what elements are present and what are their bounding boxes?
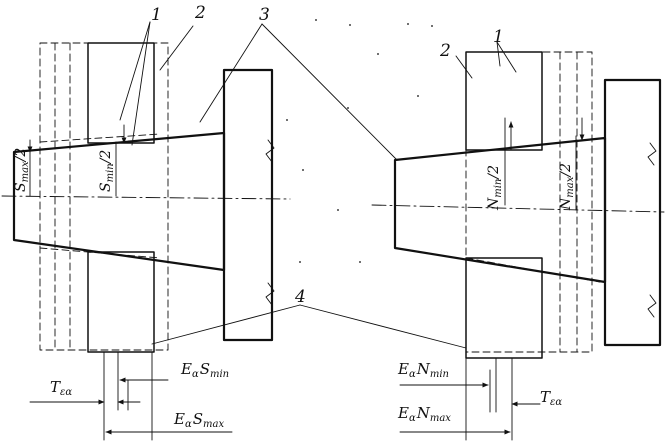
left-bushing-lower — [87, 251, 155, 353]
scan-specks — [286, 19, 433, 263]
right-bushing-lower — [465, 257, 543, 359]
label-e-alpha-smax: EαSmax — [173, 410, 224, 430]
label-e-alpha-smin: EαSmin — [180, 360, 229, 380]
right-bushing-upper — [465, 51, 543, 151]
label-smax-half: Smax/2 — [13, 148, 31, 192]
label-t-e-alpha-right: Tεα — [540, 388, 562, 408]
right-leader-1a — [496, 41, 501, 67]
left-assembly — [1, 21, 291, 441]
label-part-2-right: 2 — [439, 41, 451, 61]
label-e-alpha-nmax: EαNmax — [397, 404, 451, 424]
left-bushing-upper — [87, 42, 155, 144]
label-part-1-left: 1 — [151, 5, 162, 25]
right-assembly — [371, 41, 665, 441]
label-e-alpha-nmin: EαNmin — [397, 360, 449, 380]
label-part-3: 3 — [259, 5, 270, 25]
leader-4-left — [151, 304, 301, 345]
right-shaft-head — [603, 78, 662, 347]
left-head-break-upper — [265, 139, 275, 163]
right-axis — [371, 204, 665, 213]
label-part-4: 4 — [294, 287, 306, 307]
left-leader-2 — [159, 25, 194, 71]
label-t-e-alpha-left: Tεα — [50, 378, 72, 398]
right-head-break-lower — [647, 294, 657, 318]
left-shaft-head — [222, 68, 274, 342]
leader-4-right — [299, 304, 467, 349]
right-bushing-dashed-outline — [465, 51, 593, 353]
label-nmin-half: Nmin/2 — [486, 165, 504, 211]
right-leader-2 — [455, 55, 473, 79]
left-leader-1b — [131, 21, 151, 146]
right-head-break-upper — [647, 142, 657, 166]
label-part-1-right: 1 — [493, 27, 504, 47]
left-seat-dash-upper — [39, 133, 161, 143]
left-head-break-lower — [265, 282, 275, 306]
left-axis — [1, 195, 291, 200]
right-leader-1b — [496, 41, 517, 73]
leader-3-right — [261, 23, 398, 161]
leader-3-left — [199, 23, 263, 123]
left-tapered-shaft — [12, 131, 226, 272]
label-part-2-left: 2 — [194, 3, 206, 23]
label-smin-half: Smin/2 — [98, 150, 116, 192]
left-leader-1a — [119, 21, 151, 121]
label-nmax-half: Nmax/2 — [558, 163, 576, 211]
